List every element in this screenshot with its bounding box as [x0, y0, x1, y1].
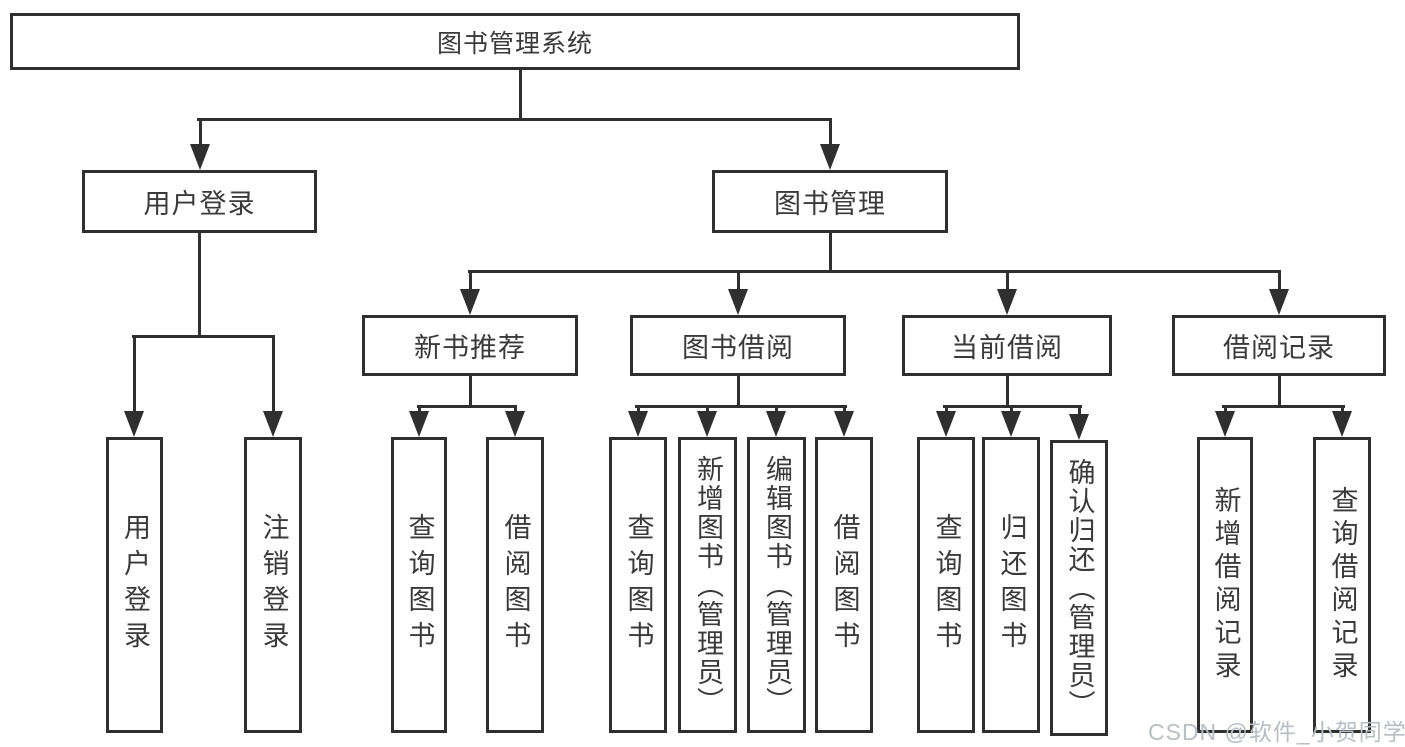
arrow-shaft: [1006, 270, 1009, 295]
leaf-label: 归还图书: [996, 513, 1027, 657]
node-book-management: 图书管理: [712, 170, 948, 233]
connector-line: [829, 230, 832, 273]
leaf-edit-books-admin: 编辑图书（管理员）: [747, 437, 806, 733]
node-label: 图书管理系统: [436, 29, 593, 58]
node-borrowing-records: 借阅记录: [1172, 315, 1386, 376]
arrowhead-icon: [697, 411, 717, 437]
connector-line: [1278, 373, 1281, 408]
arrow-shaft: [199, 118, 202, 150]
leaf-label: 用户登录: [120, 513, 150, 657]
arrowhead-icon: [936, 411, 956, 437]
arrowhead-icon: [1269, 289, 1289, 315]
node-label: 当前借阅: [951, 333, 1063, 363]
leaf-borrow-books: 借阅图书: [815, 437, 873, 733]
node-label: 用户登录: [143, 189, 256, 219]
arrowhead-icon: [505, 411, 525, 437]
arrowhead-icon: [728, 289, 748, 315]
leaf-query-books-recommend: 查询图书: [391, 437, 447, 733]
arrow-shaft: [469, 270, 472, 295]
arrowhead-icon: [263, 411, 283, 437]
node-label: 借阅记录: [1223, 333, 1335, 363]
arrow-shaft: [1278, 270, 1281, 295]
leaf-logout: 注销登录: [244, 437, 302, 733]
csdn-watermark: CSDN @软件_小贺同学: [1148, 719, 1405, 745]
arrowhead-icon: [628, 411, 648, 437]
leaf-label: 编辑图书（管理员）: [762, 454, 792, 716]
arrowhead-icon: [834, 411, 854, 437]
arrowhead-icon: [820, 144, 840, 170]
leaf-query-books-borrow: 查询图书: [609, 437, 667, 733]
leaf-label: 查询图书: [931, 513, 962, 657]
arrowhead-icon: [1001, 411, 1021, 437]
arrow-shaft: [133, 335, 136, 417]
connector-line: [417, 405, 517, 408]
leaf-label: 查询图书: [404, 513, 435, 657]
arrowhead-icon: [1215, 411, 1235, 437]
node-user-login: 用户登录: [82, 170, 317, 233]
leaf-label: 确认归还（管理员）: [1064, 457, 1095, 719]
node-label: 图书管理: [774, 189, 886, 219]
node-book-borrowing: 图书借阅: [630, 315, 846, 376]
leaf-query-borrow-record: 查询借阅记录: [1313, 437, 1371, 733]
arrowhead-icon: [190, 144, 210, 170]
node-current-borrowing: 当前借阅: [902, 315, 1112, 376]
connector-line: [519, 67, 522, 121]
connector-line: [468, 270, 1281, 273]
node-library-management-system: 图书管理系统: [10, 13, 1020, 70]
arrowhead-icon: [124, 411, 144, 437]
arrowhead-icon: [1069, 414, 1089, 440]
leaf-return-books: 归还图书: [982, 437, 1040, 733]
arrowhead-icon: [766, 411, 786, 437]
connector-line: [1006, 373, 1009, 408]
arrow-shaft: [272, 335, 275, 417]
arrowhead-icon: [1332, 411, 1352, 437]
connector-line: [737, 373, 740, 408]
leaf-label: 借阅图书: [829, 513, 860, 657]
leaf-label: 新增借阅记录: [1210, 486, 1241, 684]
leaf-label: 查询图书: [623, 513, 654, 657]
arrowhead-icon: [409, 411, 429, 437]
leaf-add-books-admin: 新增图书（管理员）: [678, 437, 737, 733]
leaf-user-login: 用户登录: [106, 437, 163, 733]
arrow-shaft: [737, 270, 740, 295]
leaf-label: 借阅图书: [500, 513, 531, 657]
node-new-book-recommendation: 新书推荐: [362, 315, 578, 376]
leaf-label: 新增图书（管理员）: [693, 454, 723, 716]
connector-line: [469, 373, 472, 408]
leaf-confirm-return-admin: 确认归还（管理员）: [1050, 440, 1108, 736]
leaf-borrow-books-recommend: 借阅图书: [486, 437, 544, 733]
leaf-query-books-current: 查询图书: [917, 437, 975, 733]
connector-line: [132, 335, 275, 338]
node-label: 图书借阅: [682, 333, 794, 363]
arrowhead-icon: [997, 289, 1017, 315]
connector-line: [1222, 405, 1345, 408]
node-label: 新书推荐: [414, 333, 526, 363]
arrow-shaft: [1078, 405, 1081, 420]
leaf-label: 查询借阅记录: [1327, 486, 1358, 684]
connector-line: [197, 118, 832, 121]
leaf-label: 注销登录: [258, 513, 289, 657]
leaf-add-borrow-record: 新增借阅记录: [1197, 437, 1253, 733]
arrow-shaft: [829, 118, 832, 150]
connector-line: [635, 405, 847, 408]
arrowhead-icon: [460, 289, 480, 315]
connector-line: [198, 230, 201, 338]
